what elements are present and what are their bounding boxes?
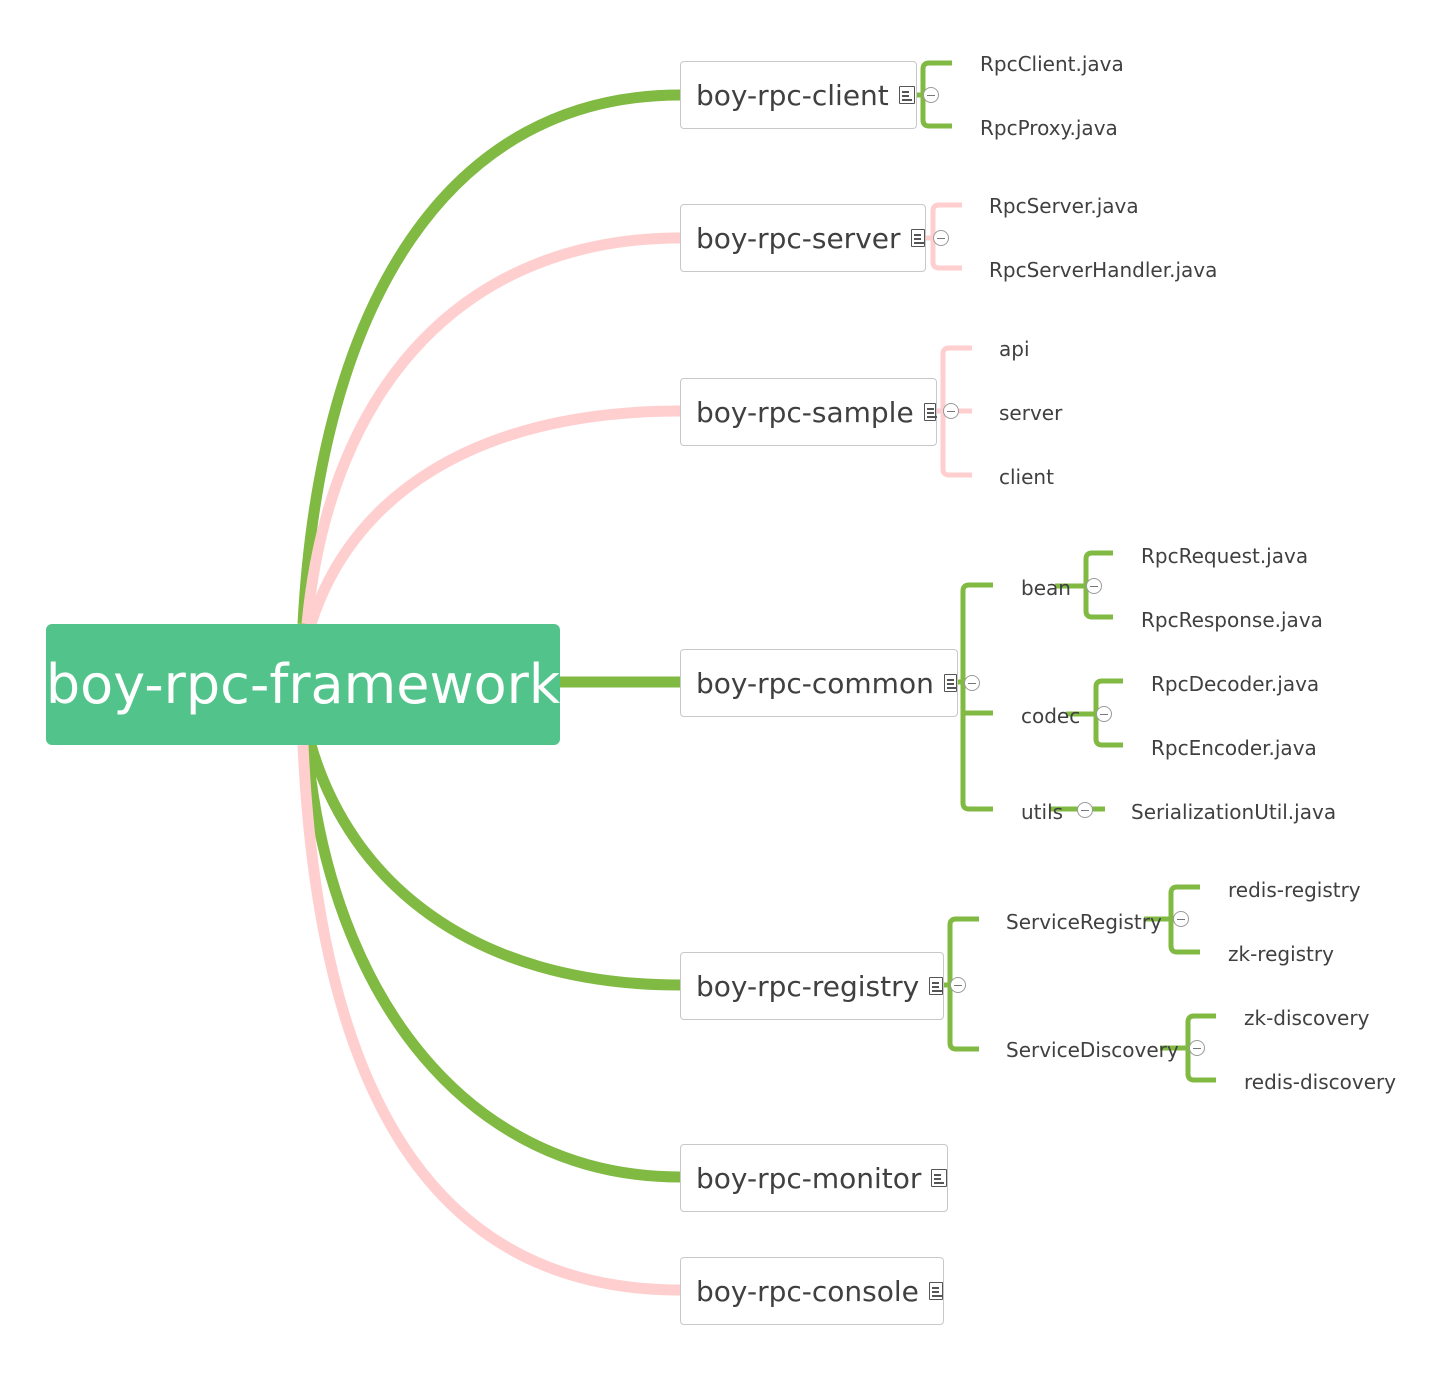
- branch-monitor: [301, 744, 681, 1183]
- subtopic-server[interactable]: server: [999, 401, 1063, 425]
- topic-boy-rpc-common[interactable]: boy-rpc-common: [680, 649, 958, 717]
- subtopic-rpcresponse[interactable]: RpcResponse.java: [1141, 608, 1323, 632]
- topic-label: boy-rpc-console: [696, 1274, 919, 1308]
- subtopic-rpcproxy[interactable]: RpcProxy.java: [980, 116, 1118, 140]
- root-topic-label: boy-rpc-framework: [45, 653, 561, 716]
- collapse-service-discovery-button[interactable]: [1189, 1040, 1205, 1056]
- collapse-sample-button[interactable]: [943, 403, 959, 419]
- topic-label: boy-rpc-common: [696, 666, 934, 700]
- subtopic-utils[interactable]: utils: [1021, 800, 1064, 824]
- branch-sample: [305, 405, 681, 626]
- note-icon[interactable]: [928, 1282, 943, 1300]
- topic-boy-rpc-registry[interactable]: boy-rpc-registry: [680, 952, 944, 1020]
- topic-label: boy-rpc-server: [696, 221, 901, 255]
- note-icon[interactable]: [929, 977, 943, 995]
- subtopic-rpcserverhandler[interactable]: RpcServerHandler.java: [989, 258, 1218, 282]
- subtopic-serviceregistry[interactable]: ServiceRegistry: [1006, 910, 1162, 934]
- subtopic-rpcserver[interactable]: RpcServer.java: [989, 194, 1139, 218]
- note-icon[interactable]: [898, 86, 915, 104]
- branch-server: [301, 232, 681, 625]
- collapse-client-button[interactable]: [923, 87, 939, 103]
- subtopic-zk-discovery[interactable]: zk-discovery: [1244, 1006, 1370, 1030]
- topic-label: boy-rpc-monitor: [696, 1161, 922, 1195]
- subtopic-rpcencoder[interactable]: RpcEncoder.java: [1151, 736, 1317, 760]
- subtopic-rpcrequest[interactable]: RpcRequest.java: [1141, 544, 1309, 568]
- subtopic-servicediscovery[interactable]: ServiceDiscovery: [1006, 1038, 1179, 1062]
- collapse-common-button[interactable]: [964, 675, 980, 691]
- topic-boy-rpc-client[interactable]: boy-rpc-client: [680, 61, 917, 129]
- subtopic-zk-registry[interactable]: zk-registry: [1228, 942, 1334, 966]
- subtopic-api[interactable]: api: [999, 337, 1030, 361]
- topic-boy-rpc-server[interactable]: boy-rpc-server: [680, 204, 926, 272]
- topic-label: boy-rpc-client: [696, 78, 889, 112]
- subtopic-codec[interactable]: codec: [1021, 704, 1081, 728]
- collapse-codec-button[interactable]: [1096, 706, 1112, 722]
- topic-boy-rpc-monitor[interactable]: boy-rpc-monitor: [680, 1144, 948, 1212]
- note-icon[interactable]: [910, 229, 925, 247]
- note-icon[interactable]: [923, 403, 938, 421]
- subtopic-redis-registry[interactable]: redis-registry: [1228, 878, 1361, 902]
- branch-client: [297, 89, 681, 625]
- root-topic[interactable]: boy-rpc-framework: [46, 624, 560, 745]
- branch-console: [297, 744, 681, 1296]
- branch-registry: [305, 743, 681, 991]
- subtopic-bean[interactable]: bean: [1021, 576, 1071, 600]
- topic-boy-rpc-console[interactable]: boy-rpc-console: [680, 1257, 944, 1325]
- subtopic-client[interactable]: client: [999, 465, 1054, 489]
- collapse-registry-button[interactable]: [950, 977, 966, 993]
- topic-label: boy-rpc-sample: [696, 395, 914, 429]
- subtopic-rpcdecoder[interactable]: RpcDecoder.java: [1151, 672, 1320, 696]
- note-icon[interactable]: [931, 1169, 947, 1187]
- note-icon[interactable]: [943, 674, 957, 692]
- subtopic-rpcclient[interactable]: RpcClient.java: [980, 52, 1124, 76]
- topic-label: boy-rpc-registry: [696, 969, 920, 1003]
- collapse-utils-button[interactable]: [1077, 802, 1093, 818]
- bracket-service-registry: [1144, 884, 1200, 955]
- topic-boy-rpc-sample[interactable]: boy-rpc-sample: [680, 378, 938, 446]
- collapse-service-registry-button[interactable]: [1173, 911, 1189, 927]
- bracket-service-discovery: [1160, 1013, 1216, 1083]
- subtopic-redis-discovery[interactable]: redis-discovery: [1244, 1070, 1397, 1094]
- collapse-server-button[interactable]: [933, 230, 949, 246]
- subtopic-serializationutil[interactable]: SerializationUtil.java: [1131, 800, 1337, 824]
- collapse-bean-button[interactable]: [1086, 578, 1102, 594]
